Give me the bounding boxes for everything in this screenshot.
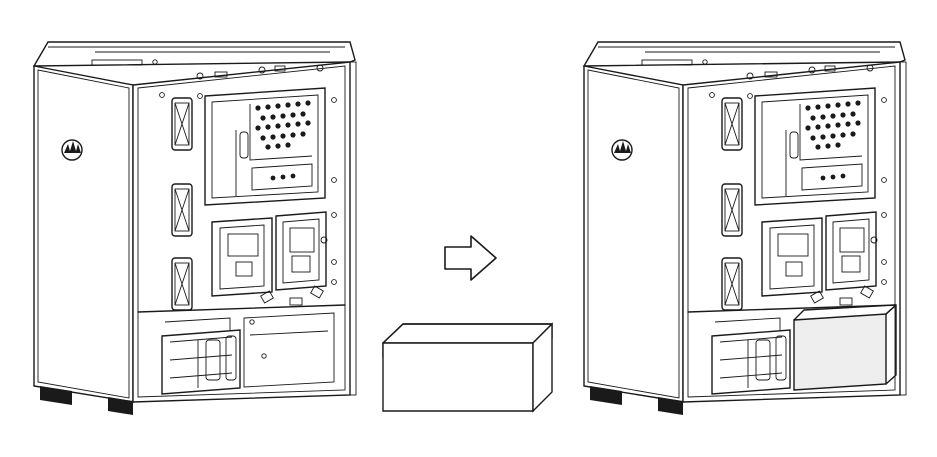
case-before-install (33, 41, 357, 416)
psu-unit (382, 322, 553, 413)
empty-psu-bay (243, 312, 335, 388)
arrow-right-icon (444, 235, 497, 281)
installed-psu (793, 304, 897, 391)
case-after-install (583, 41, 907, 416)
